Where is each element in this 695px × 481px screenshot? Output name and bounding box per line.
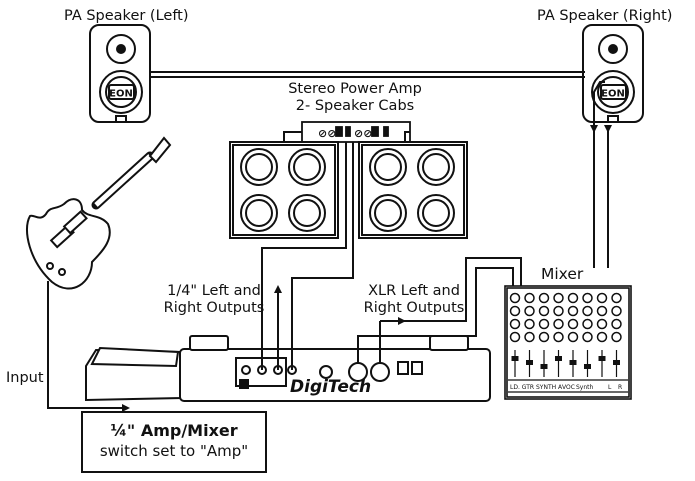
mixer-knob-icon (611, 318, 622, 330)
label-xlr-line1: XLR Left and (368, 283, 460, 299)
mixer-knob-icon (567, 331, 579, 343)
mixer-knob-icon (567, 292, 579, 304)
power-amp-icon: ⊘⊘ ⊘⊘ (301, 121, 411, 143)
fader-cap-icon (569, 360, 577, 365)
mixer-channel-label: Synth (576, 384, 594, 391)
mixer-knob-icon (553, 318, 564, 330)
label-pa-left: PA Speaker (Left) (64, 8, 189, 24)
mixer-knob-icon (524, 331, 535, 343)
mixer-to-pa-cables (590, 125, 612, 268)
label-quarter-line2: Right Outputs (163, 300, 265, 316)
mixer-knob-icon (509, 305, 521, 317)
svg-text:⊘⊘: ⊘⊘ (354, 127, 372, 140)
label-xlr-line2: Right Outputs (363, 300, 465, 316)
fader-cap-icon (511, 356, 519, 361)
mixer-icon (504, 285, 632, 400)
mixer-knob-icon (611, 305, 622, 317)
mixer-knob-icon (567, 305, 579, 317)
speaker-cab-left-icon (229, 141, 339, 239)
label-mixer: Mixer (541, 265, 584, 283)
label-quarter-line1: 1/4" Left and (167, 283, 261, 299)
mixer-knob-icon (596, 305, 608, 317)
note-title: ¼" Amp/Mixer (110, 421, 238, 440)
mixer-knob-icon (524, 292, 535, 304)
label-power-amp-line1: Stereo Power Amp (288, 81, 422, 97)
label-pa-right: PA Speaker (Right) (537, 8, 673, 24)
mixer-knob-icon (582, 318, 593, 330)
pa-link-cable (150, 71, 585, 78)
fader-cap-icon (584, 364, 591, 369)
mixer-knob-icon (582, 305, 593, 317)
label-input: Input (6, 370, 44, 386)
mixer-knob-icon (567, 318, 579, 330)
speaker-logo-left: EON (109, 89, 133, 100)
mixer-knob-icon (509, 292, 521, 304)
fader-cap-icon (555, 356, 562, 361)
fader-cap-icon (598, 356, 606, 361)
speaker-cab-right-icon (358, 141, 468, 239)
amp-mixer-switch-note: ¼" Amp/Mixer switch set to "Amp" (81, 411, 267, 473)
mixer-knob-icon (596, 318, 608, 330)
label-xlr-outputs: XLR Left and Right Outputs (354, 283, 474, 317)
label-power-amp: Stereo Power Amp 2- Speaker Cabs (270, 81, 440, 115)
fader-cap-icon (613, 360, 620, 365)
mixer-channel-label: VOC (562, 384, 575, 391)
electric-guitar-icon (26, 136, 172, 290)
mixer-knob-icon (538, 331, 550, 343)
digitech-logo: DigiTech (290, 377, 371, 397)
mixer-knob-icon (524, 318, 535, 330)
mixer-knob-icon (538, 292, 550, 304)
mixer-channel-label: L (608, 384, 612, 391)
amp-cab-cables (283, 131, 410, 143)
pa-speaker-left-icon: EON (89, 24, 151, 123)
mixer-knob-icon (596, 292, 608, 304)
mixer-knob-icon (524, 305, 535, 317)
note-subtitle: switch set to "Amp" (99, 442, 249, 460)
mixer-knob-icon (538, 305, 550, 317)
label-quarter-outputs: 1/4" Left and Right Outputs (152, 283, 276, 317)
svg-text:⊘⊘: ⊘⊘ (318, 127, 336, 140)
pa-speaker-right-icon: EON (582, 24, 644, 123)
mixer-channel-label: SYNTH A (536, 384, 563, 391)
mixer-knob-icon (553, 292, 564, 304)
xlr-cables (357, 257, 522, 363)
quarter-inch-cables (261, 142, 354, 370)
fader-cap-icon (540, 364, 548, 369)
mixer-channel-label: LD. GTR (510, 384, 534, 391)
mixer-knob-icon (509, 331, 521, 343)
expression-pedal-icon (85, 346, 184, 402)
mixer-knob-icon (509, 318, 521, 330)
mixer-knob-icon (553, 305, 564, 317)
label-power-amp-line2: 2- Speaker Cabs (295, 98, 415, 114)
mixer-knob-icon (582, 331, 593, 343)
fader-cap-icon (526, 360, 533, 365)
mixer-knob-icon (538, 318, 550, 330)
mixer-channel-strip (508, 379, 628, 393)
speaker-logo-right: EON (601, 89, 625, 100)
mixer-knobs (509, 292, 622, 377)
mixer-knob-icon (611, 331, 622, 343)
mixer-knob-icon (582, 292, 593, 304)
mixer-knob-icon (596, 331, 608, 343)
mixer-knob-icon (553, 331, 564, 343)
mixer-channel-label: R (618, 384, 622, 391)
mixer-knob-icon (611, 292, 622, 304)
input-cable (47, 281, 130, 412)
